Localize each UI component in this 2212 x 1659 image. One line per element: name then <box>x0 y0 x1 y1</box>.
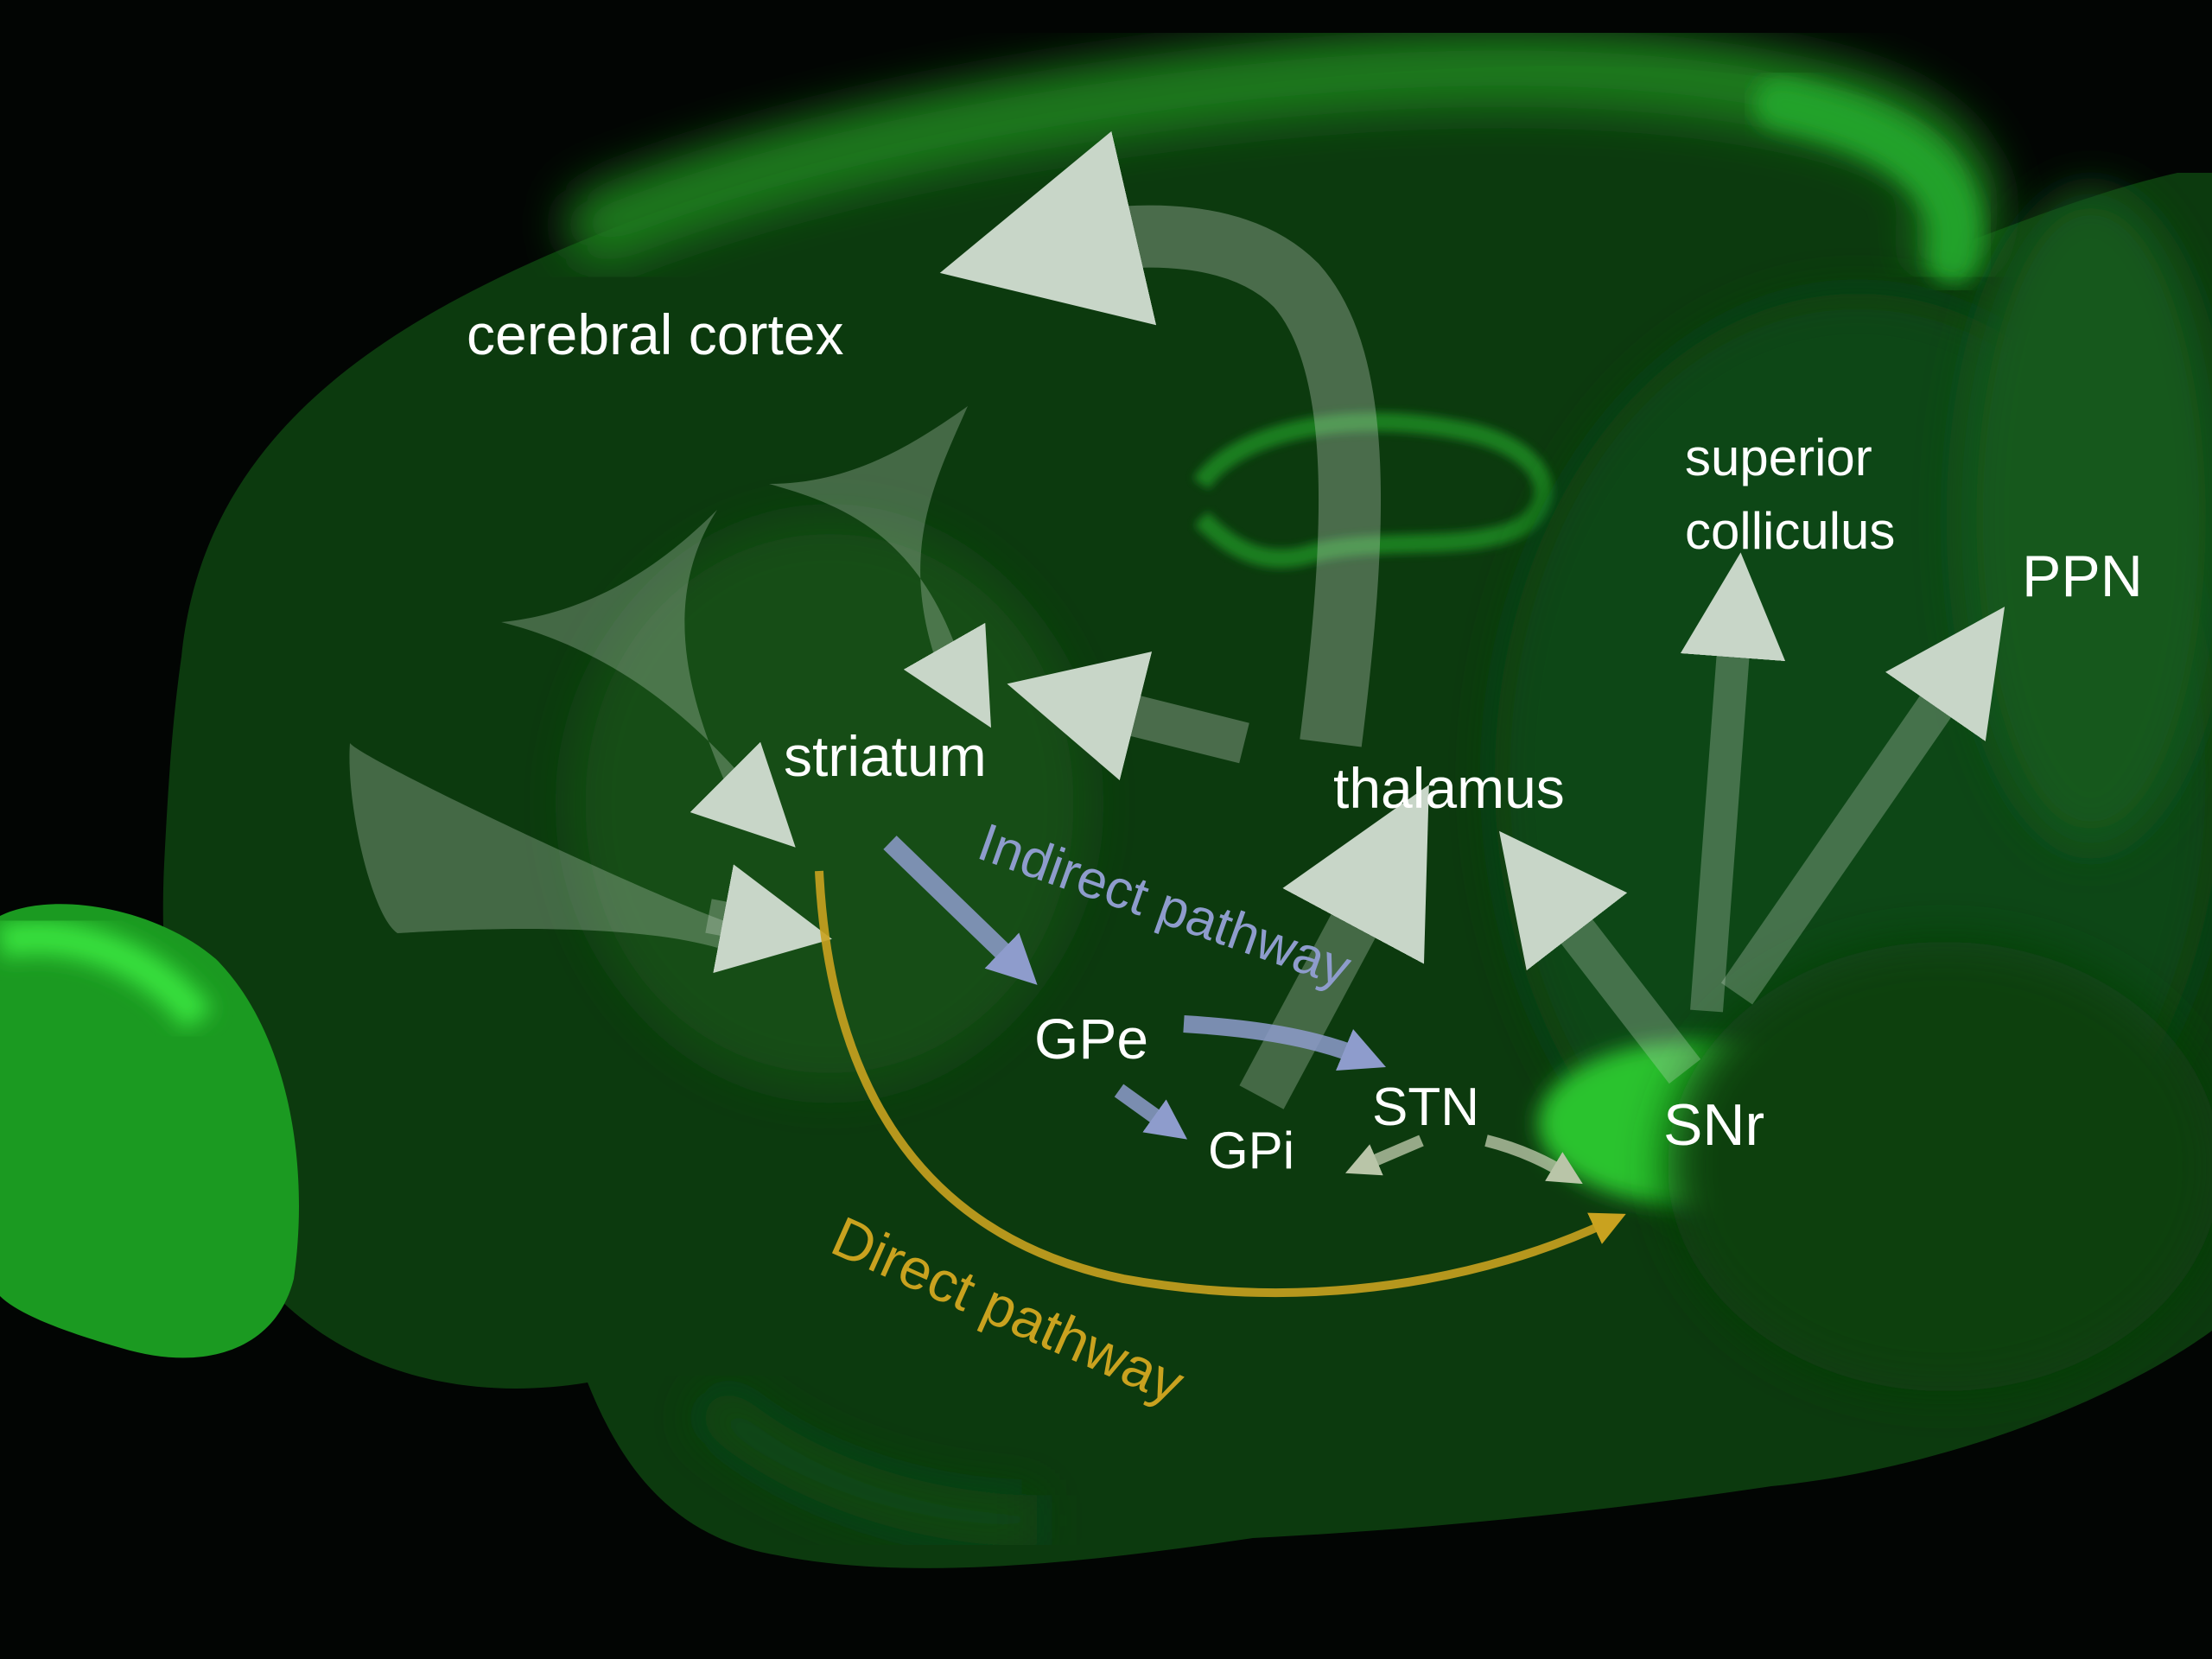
direct-pathway-arrow <box>815 870 1626 1297</box>
cortex-to-striatum-arrow-3 <box>769 406 968 665</box>
label-snr: SNr <box>1663 1092 1764 1158</box>
cortex-to-striatum-arrow-2 <box>501 510 760 804</box>
label-superior-colliculus-line2: colliculus <box>1685 502 1895 560</box>
hippocampus-tissue <box>1192 412 1554 569</box>
thalamus-to-cortex-arrow <box>939 130 1382 747</box>
striatum-to-gpe-arrow <box>883 836 1038 985</box>
gpe-to-gpi-arrow <box>1114 1084 1188 1140</box>
thalamus-to-striatum-arrow <box>1007 652 1249 781</box>
label-striatum: striatum <box>784 724 987 788</box>
label-stn: STN <box>1372 1077 1479 1137</box>
stn-to-gpi-arrow <box>1344 1135 1424 1176</box>
label-cerebral-cortex: cerebral cortex <box>467 302 844 366</box>
stn-to-snr-arrow <box>1484 1135 1583 1185</box>
label-superior-colliculus-line1: superior <box>1685 429 1872 486</box>
gpi-to-thalamus-arrow <box>1239 785 1429 1109</box>
label-gpi: GPi <box>1208 1122 1294 1179</box>
snr-to-ppn-arrow <box>1720 607 2005 1005</box>
snr-to-thalamus-arrow <box>1498 830 1701 1084</box>
label-ppn: PPN <box>2022 543 2143 609</box>
projection-arrows <box>349 130 2005 1297</box>
label-thalamus: thalamus <box>1333 756 1565 820</box>
label-gpe: GPe <box>1034 1007 1148 1071</box>
snr-to-superior-colliculus-arrow <box>1680 552 1786 1013</box>
cortex-to-striatum-arrow-1 <box>349 743 734 950</box>
olfactory-bulb-tissue <box>0 904 299 1358</box>
gpe-to-stn-arrow <box>1183 1015 1387 1071</box>
